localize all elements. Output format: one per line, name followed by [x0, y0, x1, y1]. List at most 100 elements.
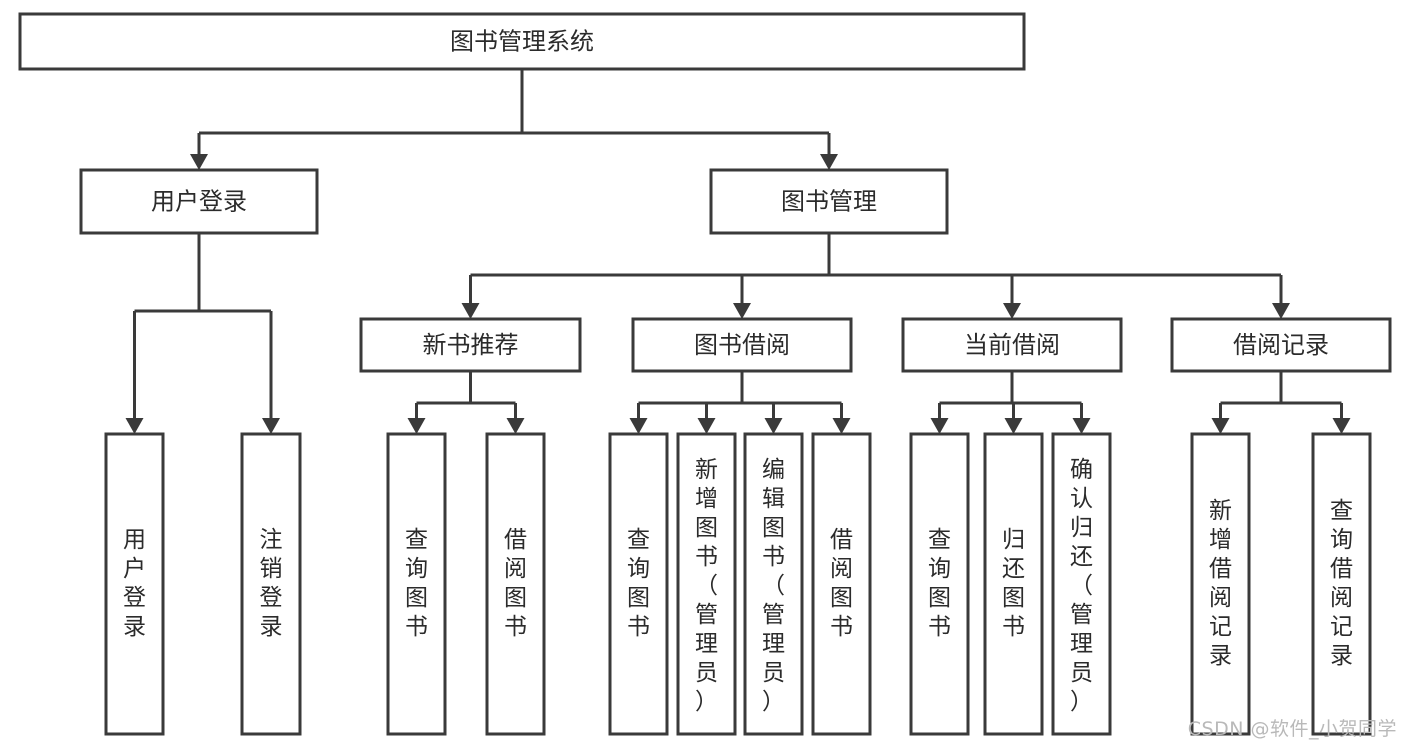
- arrow-head-icon: [733, 303, 751, 319]
- node-label: 当前借阅: [964, 331, 1060, 359]
- node-label-char: 录: [260, 614, 283, 640]
- node-label-char: 查: [405, 527, 428, 553]
- arrow-head-icon: [125, 418, 144, 434]
- node-box: [901, 317, 1123, 373]
- node-label-char: 辑: [762, 486, 785, 512]
- node-label-char: 查: [627, 527, 650, 553]
- node-box: [485, 432, 546, 736]
- node-label-char: 登: [123, 585, 146, 611]
- node-label-char: 理: [1070, 631, 1093, 657]
- node-label-char: 书: [830, 614, 853, 640]
- node-label-char: 书: [695, 544, 718, 570]
- node-label-char: 员: [695, 660, 718, 686]
- node-label-char: 录: [1330, 643, 1353, 669]
- node-label-char: 阅: [504, 556, 527, 582]
- node-label-char: 图: [1002, 585, 1025, 611]
- node-current-borrow[interactable]: 当前借阅: [901, 317, 1123, 373]
- node-label-char: 员: [762, 660, 785, 686]
- node-label: 借阅记录: [1233, 331, 1329, 359]
- arrow-head-icon: [461, 303, 480, 319]
- node-label-char: （: [695, 573, 718, 599]
- node-box: [359, 317, 582, 373]
- node-label-char: 图: [504, 585, 527, 611]
- node-label-char: 图: [627, 585, 650, 611]
- node-label-char: 书: [405, 614, 428, 640]
- node-borrow-record[interactable]: 借阅记录: [1170, 317, 1392, 373]
- node-book-manage[interactable]: 图书管理: [709, 168, 949, 235]
- node-user-login[interactable]: 用户登录: [79, 168, 319, 235]
- node-label-char: 书: [504, 614, 527, 640]
- node-label-char: 记: [1330, 614, 1353, 640]
- node-label-char: 还: [1002, 556, 1025, 582]
- arrow-head-icon: [1332, 418, 1351, 434]
- node-box: [909, 432, 970, 736]
- node-label-char: 新: [1209, 498, 1232, 524]
- node-label-char: 借: [504, 527, 527, 553]
- node-label-char: 销: [260, 556, 283, 582]
- node-box: [676, 432, 737, 736]
- node-label: 图书管理: [781, 188, 877, 216]
- node-label-char: 询: [627, 556, 650, 582]
- node-label-char: 用: [123, 527, 146, 553]
- node-label-char: 阅: [830, 556, 853, 582]
- node-label-char: 归: [1070, 515, 1093, 541]
- node-label-char: 书: [928, 614, 951, 640]
- node-label-char: 理: [695, 631, 718, 657]
- node-label-char: 询: [928, 556, 951, 582]
- arrow-head-icon: [1272, 303, 1290, 319]
- node-label-char: 阅: [1209, 585, 1232, 611]
- node-box: [608, 432, 669, 736]
- node-box: [1170, 317, 1392, 373]
- node-leaf-user-login[interactable]: 用户登录: [104, 432, 165, 736]
- node-label-char: （: [1070, 573, 1093, 599]
- node-label-char: 录: [123, 614, 146, 640]
- nodes-layer: 图书管理系统用户登录图书管理新书推荐图书借阅当前借阅借阅记录用户登录注销登录查询…: [18, 12, 1392, 736]
- node-label-char: 员: [1070, 660, 1093, 686]
- node-label-char: 阅: [1330, 585, 1353, 611]
- node-box: [104, 432, 165, 736]
- node-label-char: 确: [1070, 457, 1093, 483]
- arrow-head-icon: [506, 418, 525, 434]
- node-box: [386, 432, 447, 736]
- node-label-char: 增: [1209, 527, 1232, 553]
- node-box: [983, 432, 1044, 736]
- node-label-char: 书: [627, 614, 650, 640]
- arrow-head-icon: [190, 154, 208, 170]
- arrow-head-icon: [1072, 418, 1091, 434]
- node-book-borrow[interactable]: 图书借阅: [631, 317, 853, 373]
- node-label-char: 增: [695, 486, 718, 512]
- arrow-head-icon: [1003, 303, 1021, 319]
- node-new-book-recommend[interactable]: 新书推荐: [359, 317, 582, 373]
- node-label-char: 图: [405, 585, 428, 611]
- node-box: [631, 317, 853, 373]
- node-label-char: 查: [1330, 498, 1353, 524]
- arrow-head-icon: [1211, 418, 1230, 434]
- node-label: 图书借阅: [694, 331, 790, 359]
- node-label-char: 图: [928, 585, 951, 611]
- node-box: [79, 168, 319, 235]
- node-label-char: 管: [1070, 602, 1093, 628]
- node-label-char: 查: [928, 527, 951, 553]
- node-label-char: 归: [1002, 527, 1025, 553]
- node-label-char: 录: [1209, 643, 1232, 669]
- node-box: [1190, 432, 1251, 736]
- node-label-char: ）: [1070, 689, 1093, 715]
- node-undefined[interactable]: 图书管理系统: [18, 12, 1026, 71]
- node-label-char: 管: [695, 602, 718, 628]
- node-label-char: 借: [1330, 556, 1353, 582]
- node-label-char: 新: [695, 457, 718, 483]
- node-box: [1051, 432, 1112, 736]
